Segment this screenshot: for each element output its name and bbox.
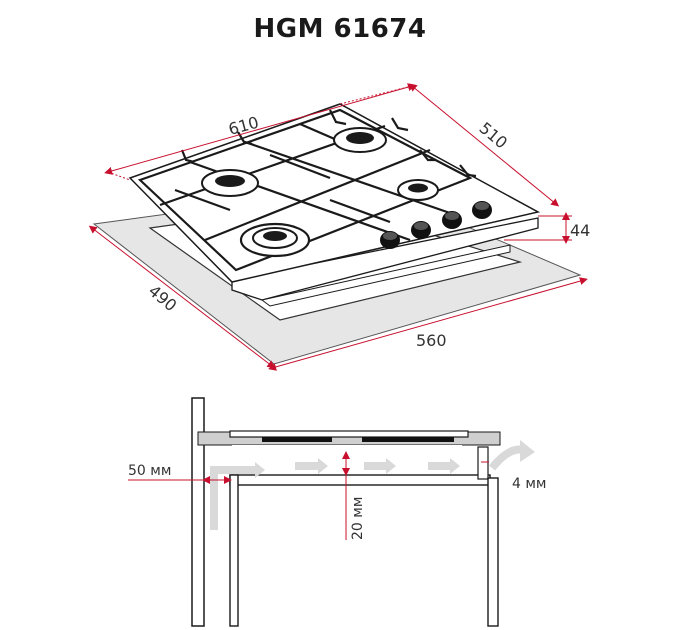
- gas-burner-icon: [201, 169, 259, 197]
- wall: [191, 397, 205, 627]
- control-knob-icon: [472, 201, 492, 219]
- hob-burner-section: [362, 437, 454, 442]
- gap-dimension-label: 50 мм: [128, 463, 171, 479]
- control-knob-icon: [411, 221, 431, 239]
- cabinet-back-panel-lower: [487, 477, 499, 627]
- product-title: HGM 61674: [253, 14, 427, 44]
- hob-burner-section: [262, 437, 332, 442]
- dimension-lines: [88, 83, 588, 371]
- clearance-dimension-label: 20 мм: [350, 497, 366, 540]
- airflow-arrow-icon: [210, 462, 450, 530]
- cutout-width-dimension-label: 560: [416, 331, 447, 350]
- control-knob-icon: [442, 211, 462, 229]
- airflow-arrow-icon: [488, 445, 525, 471]
- section-view: 50 мм 4 мм 20 мм: [128, 397, 546, 627]
- cabinet-back-panel: [477, 446, 489, 480]
- airflow-arrow-heads: [255, 458, 460, 478]
- depth-dimension-label: 510: [475, 118, 511, 152]
- section-dimension-lines: [128, 451, 489, 540]
- gas-burner-icon: [397, 179, 439, 201]
- control-knob-icon: [380, 231, 400, 249]
- hob-body-section: [232, 445, 462, 455]
- hob-plate-section: [229, 430, 469, 438]
- cabinet-top-shelf: [229, 474, 491, 486]
- cabinet-side: [229, 474, 239, 627]
- gas-burner-icon: [333, 127, 387, 153]
- top-view: 610 510 44 490 560: [88, 83, 590, 371]
- vent-dimension-label: 4 мм: [512, 476, 546, 492]
- gas-burner-icon: [239, 222, 311, 258]
- airflow-outlet-head: [520, 440, 535, 462]
- height-dimension-label: 44: [570, 221, 590, 240]
